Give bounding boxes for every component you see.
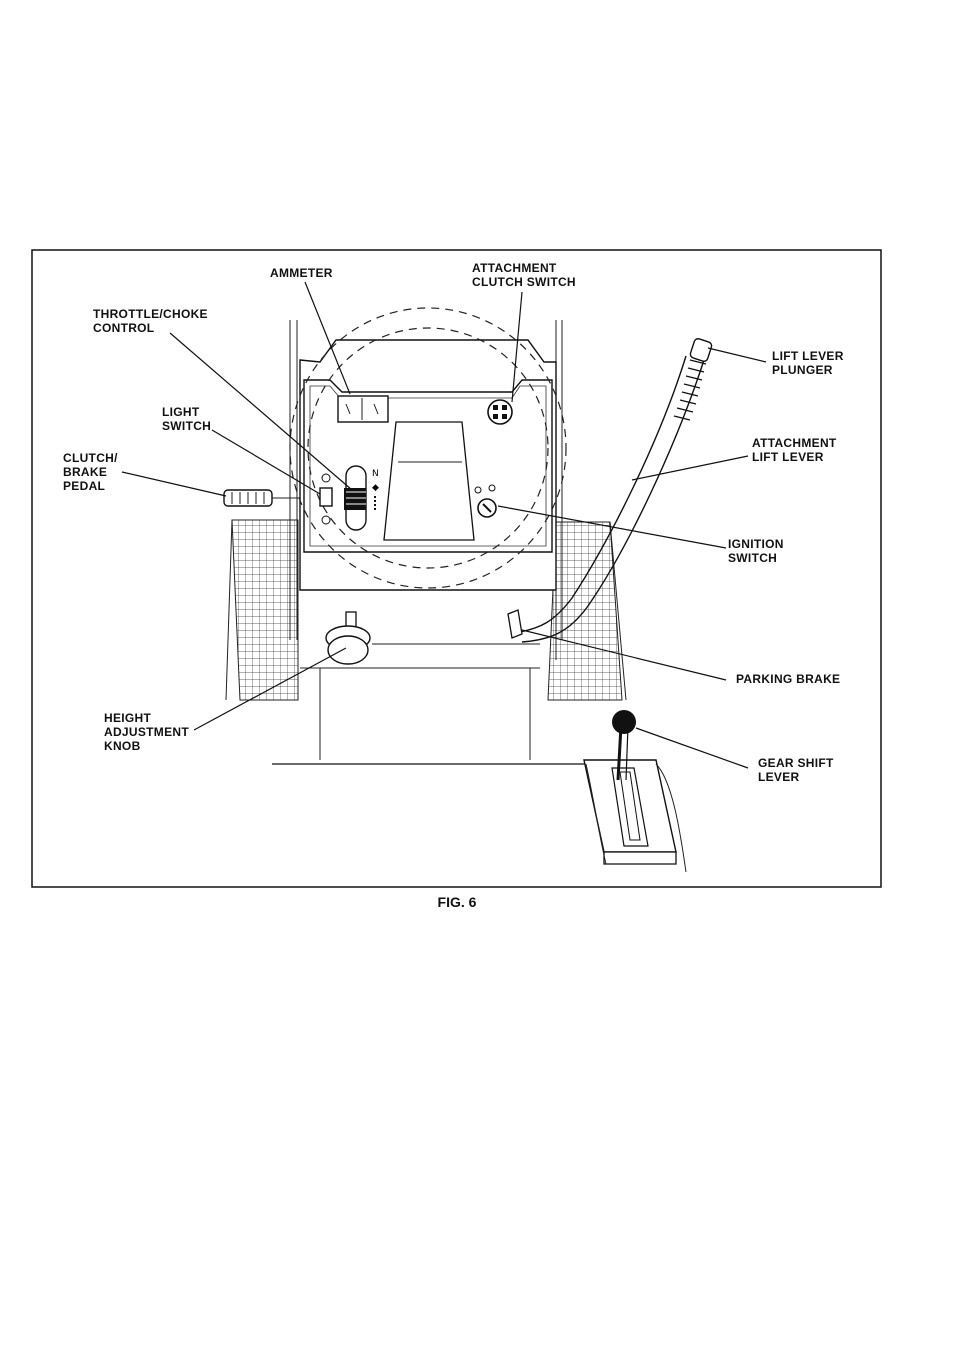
svg-text:PARKING BRAKE: PARKING BRAKE [736, 672, 840, 686]
label-ignition-switch: IGNITION SWITCH [728, 537, 784, 565]
svg-text:◆: ◆ [372, 483, 379, 493]
svg-text:SWITCH: SWITCH [728, 551, 777, 565]
svg-text:SWITCH: SWITCH [162, 419, 211, 433]
ammeter-gauge [338, 396, 388, 422]
svg-text:PLUNGER: PLUNGER [772, 363, 833, 377]
label-gear-shift-lever: GEAR SHIFT LEVER [758, 756, 834, 784]
svg-text:IGNITION: IGNITION [728, 537, 784, 551]
svg-text:PEDAL: PEDAL [63, 479, 105, 493]
svg-text:BRAKE: BRAKE [63, 465, 107, 479]
label-clutch-brake-pedal: CLUTCH/ BRAKE PEDAL [63, 451, 118, 493]
svg-text:LEVER: LEVER [758, 770, 800, 784]
label-lift-lever-plunger: LIFT LEVER PLUNGER [772, 349, 844, 377]
svg-text:CLUTCH/: CLUTCH/ [63, 451, 118, 465]
height-adjustment-knob-shape [326, 612, 370, 664]
svg-text:LIFT LEVER: LIFT LEVER [772, 349, 844, 363]
svg-text:CONTROL: CONTROL [93, 321, 154, 335]
label-parking-brake: PARKING BRAKE [736, 672, 840, 686]
attachment-clutch-switch-knob [488, 400, 512, 424]
svg-text:THROTTLE/CHOKE: THROTTLE/CHOKE [93, 307, 208, 321]
svg-text:GEAR SHIFT: GEAR SHIFT [758, 756, 834, 770]
label-attachment-clutch-switch: ATTACHMENT CLUTCH SWITCH [472, 261, 576, 289]
label-ammeter: AMMETER [270, 266, 333, 280]
svg-text:CLUTCH SWITCH: CLUTCH SWITCH [472, 275, 576, 289]
svg-text:LIFT LEVER: LIFT LEVER [752, 450, 824, 464]
svg-text:KNOB: KNOB [104, 739, 141, 753]
tractor-drawing: N ◆ [224, 308, 713, 872]
left-floor-mat [226, 520, 298, 700]
right-floor-mat [548, 522, 626, 700]
svg-text:ADJUSTMENT: ADJUSTMENT [104, 725, 189, 739]
svg-text:AMMETER: AMMETER [270, 266, 333, 280]
svg-text:ATTACHMENT: ATTACHMENT [472, 261, 557, 275]
gear-shift-console [584, 710, 686, 872]
label-attachment-lift-lever: ATTACHMENT LIFT LEVER [752, 436, 837, 464]
label-height-adjustment-knob: HEIGHT ADJUSTMENT KNOB [104, 711, 189, 753]
parking-brake-lever [508, 610, 522, 638]
label-throttle-choke-control: THROTTLE/CHOKE CONTROL [93, 307, 208, 335]
svg-text:ATTACHMENT: ATTACHMENT [752, 436, 837, 450]
figure-caption: FIG. 6 [438, 894, 477, 910]
svg-text:HEIGHT: HEIGHT [104, 711, 152, 725]
label-light-switch: LIGHT SWITCH [162, 405, 211, 433]
svg-text:N: N [372, 469, 379, 479]
svg-text:LIGHT: LIGHT [162, 405, 200, 419]
clutch-brake-pedal [224, 490, 300, 506]
